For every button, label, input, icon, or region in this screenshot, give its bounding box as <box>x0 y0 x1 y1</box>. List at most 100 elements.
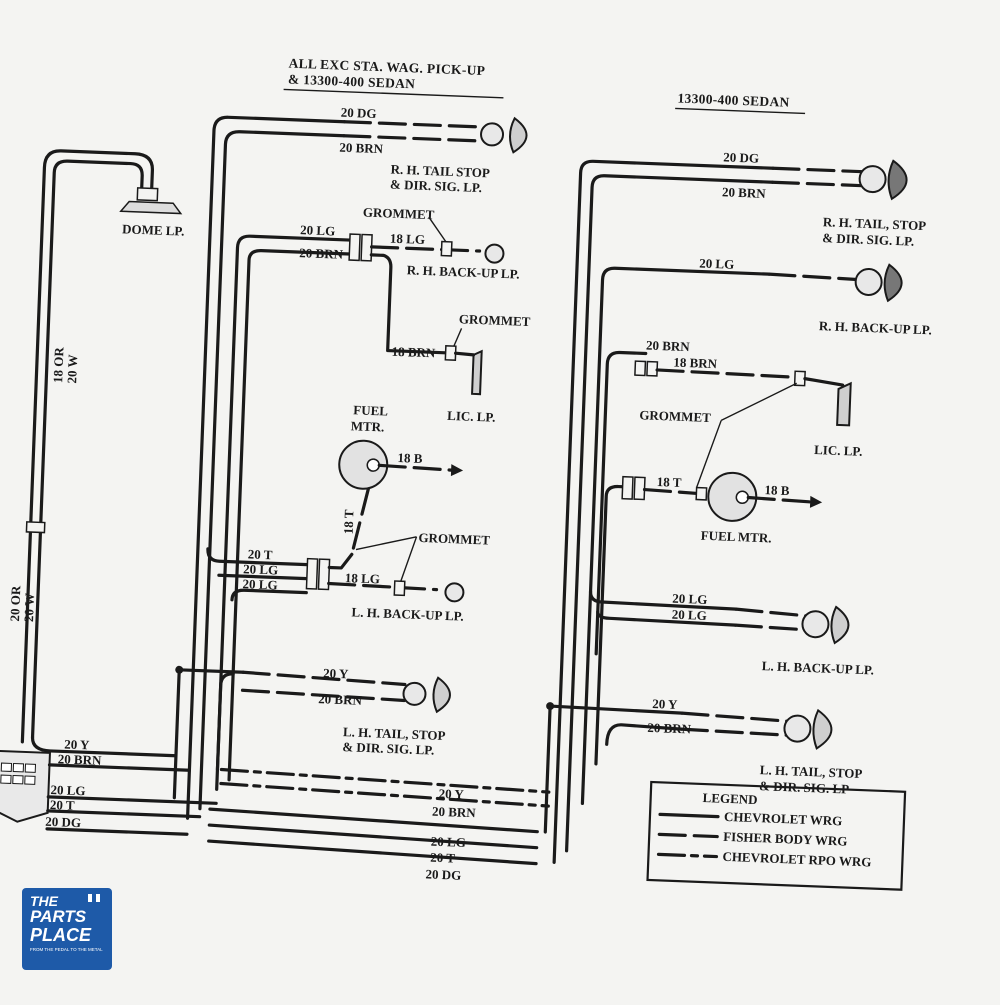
wire-18lg-lh-backup <box>327 581 439 592</box>
ground-right-symbol <box>809 495 823 508</box>
the-parts-place-logo: THE PARTS PLACE FROM THE PEDAL TO THE ME… <box>22 888 112 970</box>
connector-lh-left-2 <box>317 558 331 591</box>
lh-backup-lamp-left-symbol <box>444 582 465 603</box>
wire-right-20brn-lh <box>605 723 683 746</box>
grommet-label-4: GROMMET <box>639 407 711 425</box>
wire-label-20y-bottom: 20 Y <box>64 736 90 752</box>
wire-right-20lg-lh-a <box>588 589 738 611</box>
rh-tail-lamp-left-symbol <box>480 116 528 154</box>
wire-bottom-cross-4 <box>207 823 539 850</box>
wire-label-20brn-bottom: 20 BRN <box>57 751 102 768</box>
header-left-underline <box>283 88 504 99</box>
wire-label-20lg-cross: 20 LG <box>431 834 467 850</box>
grommet-rh-backup-left <box>440 240 453 257</box>
wire-20brn-bottom <box>47 763 191 772</box>
legend-box: LEGEND CHEVROLET WRG FISHER BODY WRG CHE… <box>646 780 907 891</box>
wire-label-20lg-bottom: 20 LG <box>50 782 86 798</box>
connector-lh-left <box>305 557 319 590</box>
checkered-flag-icon <box>88 894 104 902</box>
connector-right-fuel <box>621 475 634 500</box>
wire-20dg-bottom <box>45 827 189 836</box>
wire-20brn-trunk <box>198 130 346 811</box>
wire-label-20t-lower: 20 T <box>247 546 273 562</box>
fuel-left-label-1: FUEL <box>353 402 389 418</box>
grommet-leader-1 <box>428 216 447 243</box>
legend-item-fisher: FISHER BODY WRG <box>723 829 848 849</box>
wire-right-20y-dash <box>680 711 790 723</box>
wire-label-20dg-bottom: 20 DG <box>45 814 81 830</box>
wire-label-20brn-lh: 20 BRN <box>318 691 363 708</box>
grommet-leader-2 <box>453 328 463 347</box>
grommet-lh-backup-left <box>393 580 406 597</box>
wire-right-20lg-lh-a-dash <box>734 607 808 618</box>
rh-backup-lamp-left-symbol <box>484 243 505 264</box>
lic-left-label: LIC. LP. <box>447 408 496 425</box>
wire-label-right-20lg-upper: 20 LG <box>699 255 735 271</box>
rh-tail-right-label-1: R. H. TAIL, STOP <box>823 214 927 233</box>
wire-right-20lg-rh-backup <box>767 272 861 282</box>
wire-label-right-20lg-a: 20 LG <box>672 591 708 607</box>
wire-label-20t-cross: 20 T <box>430 850 456 866</box>
logo-line3: PLACE <box>30 925 92 945</box>
connector-right-lic <box>634 360 647 377</box>
lh-backup-right-label: L. H. BACK-UP LP. <box>762 658 875 677</box>
rh-backup-right-label: R. H. BACK-UP LP. <box>819 318 932 337</box>
wire-20brn-lh-tail <box>240 688 406 703</box>
wire-right-20lg-upper <box>580 266 771 805</box>
wire-right-20y <box>548 704 684 715</box>
wire-18t-left <box>350 487 370 556</box>
wire-junction-stub <box>172 668 181 800</box>
wire-right-lic-stub <box>803 377 845 387</box>
wire-20y-bottom <box>30 735 178 758</box>
wire-label-20y-lh: 20 Y <box>323 665 349 681</box>
wire-right-junction-stub <box>543 704 552 834</box>
wire-right-18t-feed <box>594 484 629 766</box>
rh-tail-right-label-2: & DIR. SIG. LP. <box>822 230 914 249</box>
rh-tail-left-label-1: R. H. TAIL STOP <box>390 162 490 181</box>
grommet-leader-3a <box>355 536 417 551</box>
wire-label-right-20brn-lh: 20 BRN <box>647 720 692 737</box>
wire-dome-outer <box>30 159 144 739</box>
lh-tail-left-label-1: L. H. TAIL, STOP <box>343 724 446 743</box>
wire-20brn-upper <box>227 249 351 782</box>
wire-lic-stub <box>454 351 476 357</box>
wire-label-right-18t: 18 T <box>657 474 683 490</box>
wire-label-20t-bottom: 20 T <box>50 797 76 813</box>
rh-backup-lamp-right-symbol <box>854 263 903 303</box>
wire-right-20dg-rh <box>771 166 865 174</box>
grommet-leader-4b <box>695 420 722 488</box>
wire-lh-tail-feed <box>215 672 235 771</box>
fuel-meter-left-terminal <box>366 458 380 472</box>
grommet-label-1: GROMMET <box>363 205 435 223</box>
dome-connector <box>25 521 46 534</box>
legend-swatch-dashdot <box>656 852 719 859</box>
logo-tagline: FROM THE PEDAL TO THE METAL <box>30 947 103 952</box>
lh-tail-right-label-1: L. H. TAIL, STOP <box>760 762 863 781</box>
wire-18brn-lic <box>369 253 448 355</box>
wire-label-20dg-cross: 20 DG <box>425 866 461 882</box>
wire-right-20brn-lic <box>594 350 648 656</box>
grommet-leader-4a <box>720 382 798 422</box>
wire-right-18b-ground <box>746 495 812 504</box>
legend-title: LEGEND <box>702 790 757 807</box>
ground-left-symbol <box>450 464 464 477</box>
fuel-left-label-2: MTR. <box>350 418 384 434</box>
wire-label-20-w-lower: 20 W <box>21 593 37 623</box>
wire-label-20-w-upper: 20 W <box>64 354 80 384</box>
wire-label-18lg-upper: 18 LG <box>390 231 426 247</box>
rh-tail-lamp-right-symbol <box>858 159 908 201</box>
connector-right-lic-2 <box>646 360 659 377</box>
grommet-label-2: GROMMET <box>459 311 531 329</box>
grommet-leader-3b <box>400 536 418 582</box>
wire-right-18t <box>642 487 702 496</box>
wire-18lg-rh-backup <box>370 245 482 253</box>
legend-item-chevrolet: CHEVROLET WRG <box>724 809 843 829</box>
wire-label-right-20brn: 20 BRN <box>722 184 767 201</box>
wire-label-right-18brn: 18 BRN <box>673 355 718 372</box>
wire-label-18brn-left: 18 BRN <box>391 344 436 361</box>
logo-line1: THE <box>30 893 58 909</box>
wire-right-20brn-dash <box>679 727 789 737</box>
wire-20lg-lower <box>217 573 309 581</box>
wire-label-18t-left: 18 T <box>341 509 357 535</box>
